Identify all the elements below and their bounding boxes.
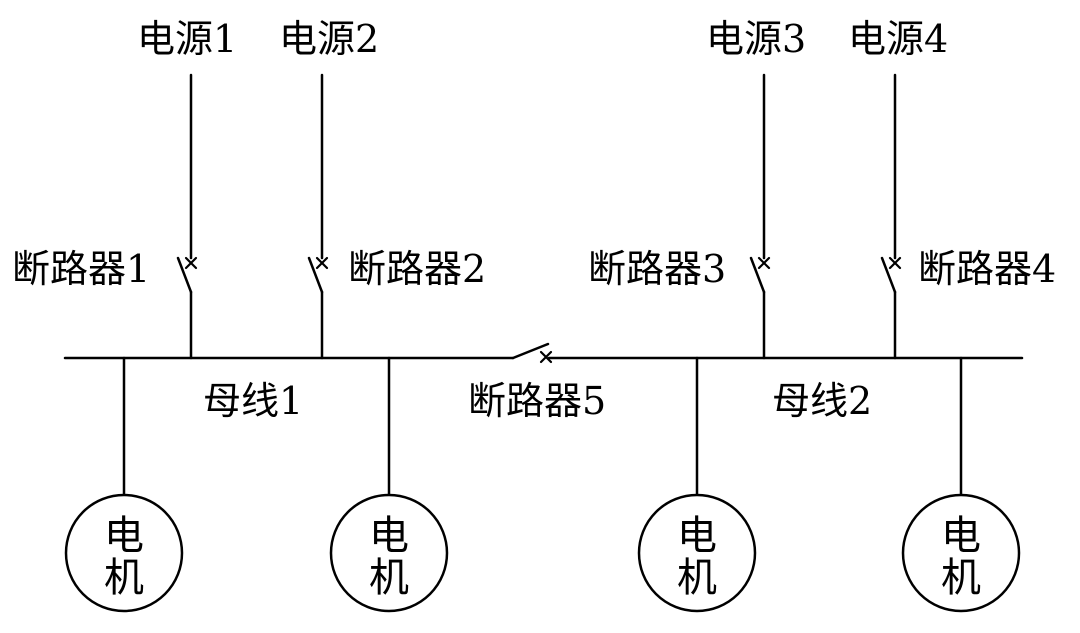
bus-label-2: 母线2 xyxy=(772,379,872,423)
feeder-1 xyxy=(176,73,198,360)
source-label-2: 电源2 xyxy=(279,17,379,61)
feeder-3 xyxy=(749,73,771,360)
source-label-3: 电源3 xyxy=(706,17,806,61)
motor-3: 电 机 xyxy=(637,493,757,613)
breaker-1-x-mark xyxy=(184,256,198,270)
motor-3-label-bottom: 机 xyxy=(677,555,717,601)
breaker-label-4: 断路器4 xyxy=(918,247,1056,291)
bus-label-1: 母线1 xyxy=(203,379,303,423)
motor-2-label-bottom: 机 xyxy=(369,555,409,601)
motor-1-label-bottom: 机 xyxy=(104,555,144,601)
motor-4-label-bottom: 机 xyxy=(941,555,981,601)
breaker-label-2: 断路器2 xyxy=(348,247,486,291)
motor-3-label-top: 电 xyxy=(677,513,717,559)
motor-4-label-top: 电 xyxy=(941,513,981,559)
motor-1: 电 机 xyxy=(64,493,184,613)
tie-breaker-5 xyxy=(511,342,553,364)
motor-2: 电 机 xyxy=(329,493,449,613)
motor-2-label-top: 电 xyxy=(369,513,409,559)
source-label-1: 电源1 xyxy=(137,17,237,61)
breaker-4-x-mark xyxy=(888,256,902,270)
breaker-3-x-mark xyxy=(757,256,771,270)
motor-1-label-top: 电 xyxy=(104,513,144,559)
feeder-2 xyxy=(307,73,329,360)
motor-4: 电 机 xyxy=(901,493,1021,613)
feeder-4 xyxy=(880,73,902,360)
source-label-4: 电源4 xyxy=(848,17,948,61)
breaker-2-x-mark xyxy=(315,256,329,270)
breaker-label-5: 断路器5 xyxy=(468,379,606,423)
breaker-label-1: 断路器1 xyxy=(12,247,150,291)
breaker-label-3: 断路器3 xyxy=(588,247,726,291)
